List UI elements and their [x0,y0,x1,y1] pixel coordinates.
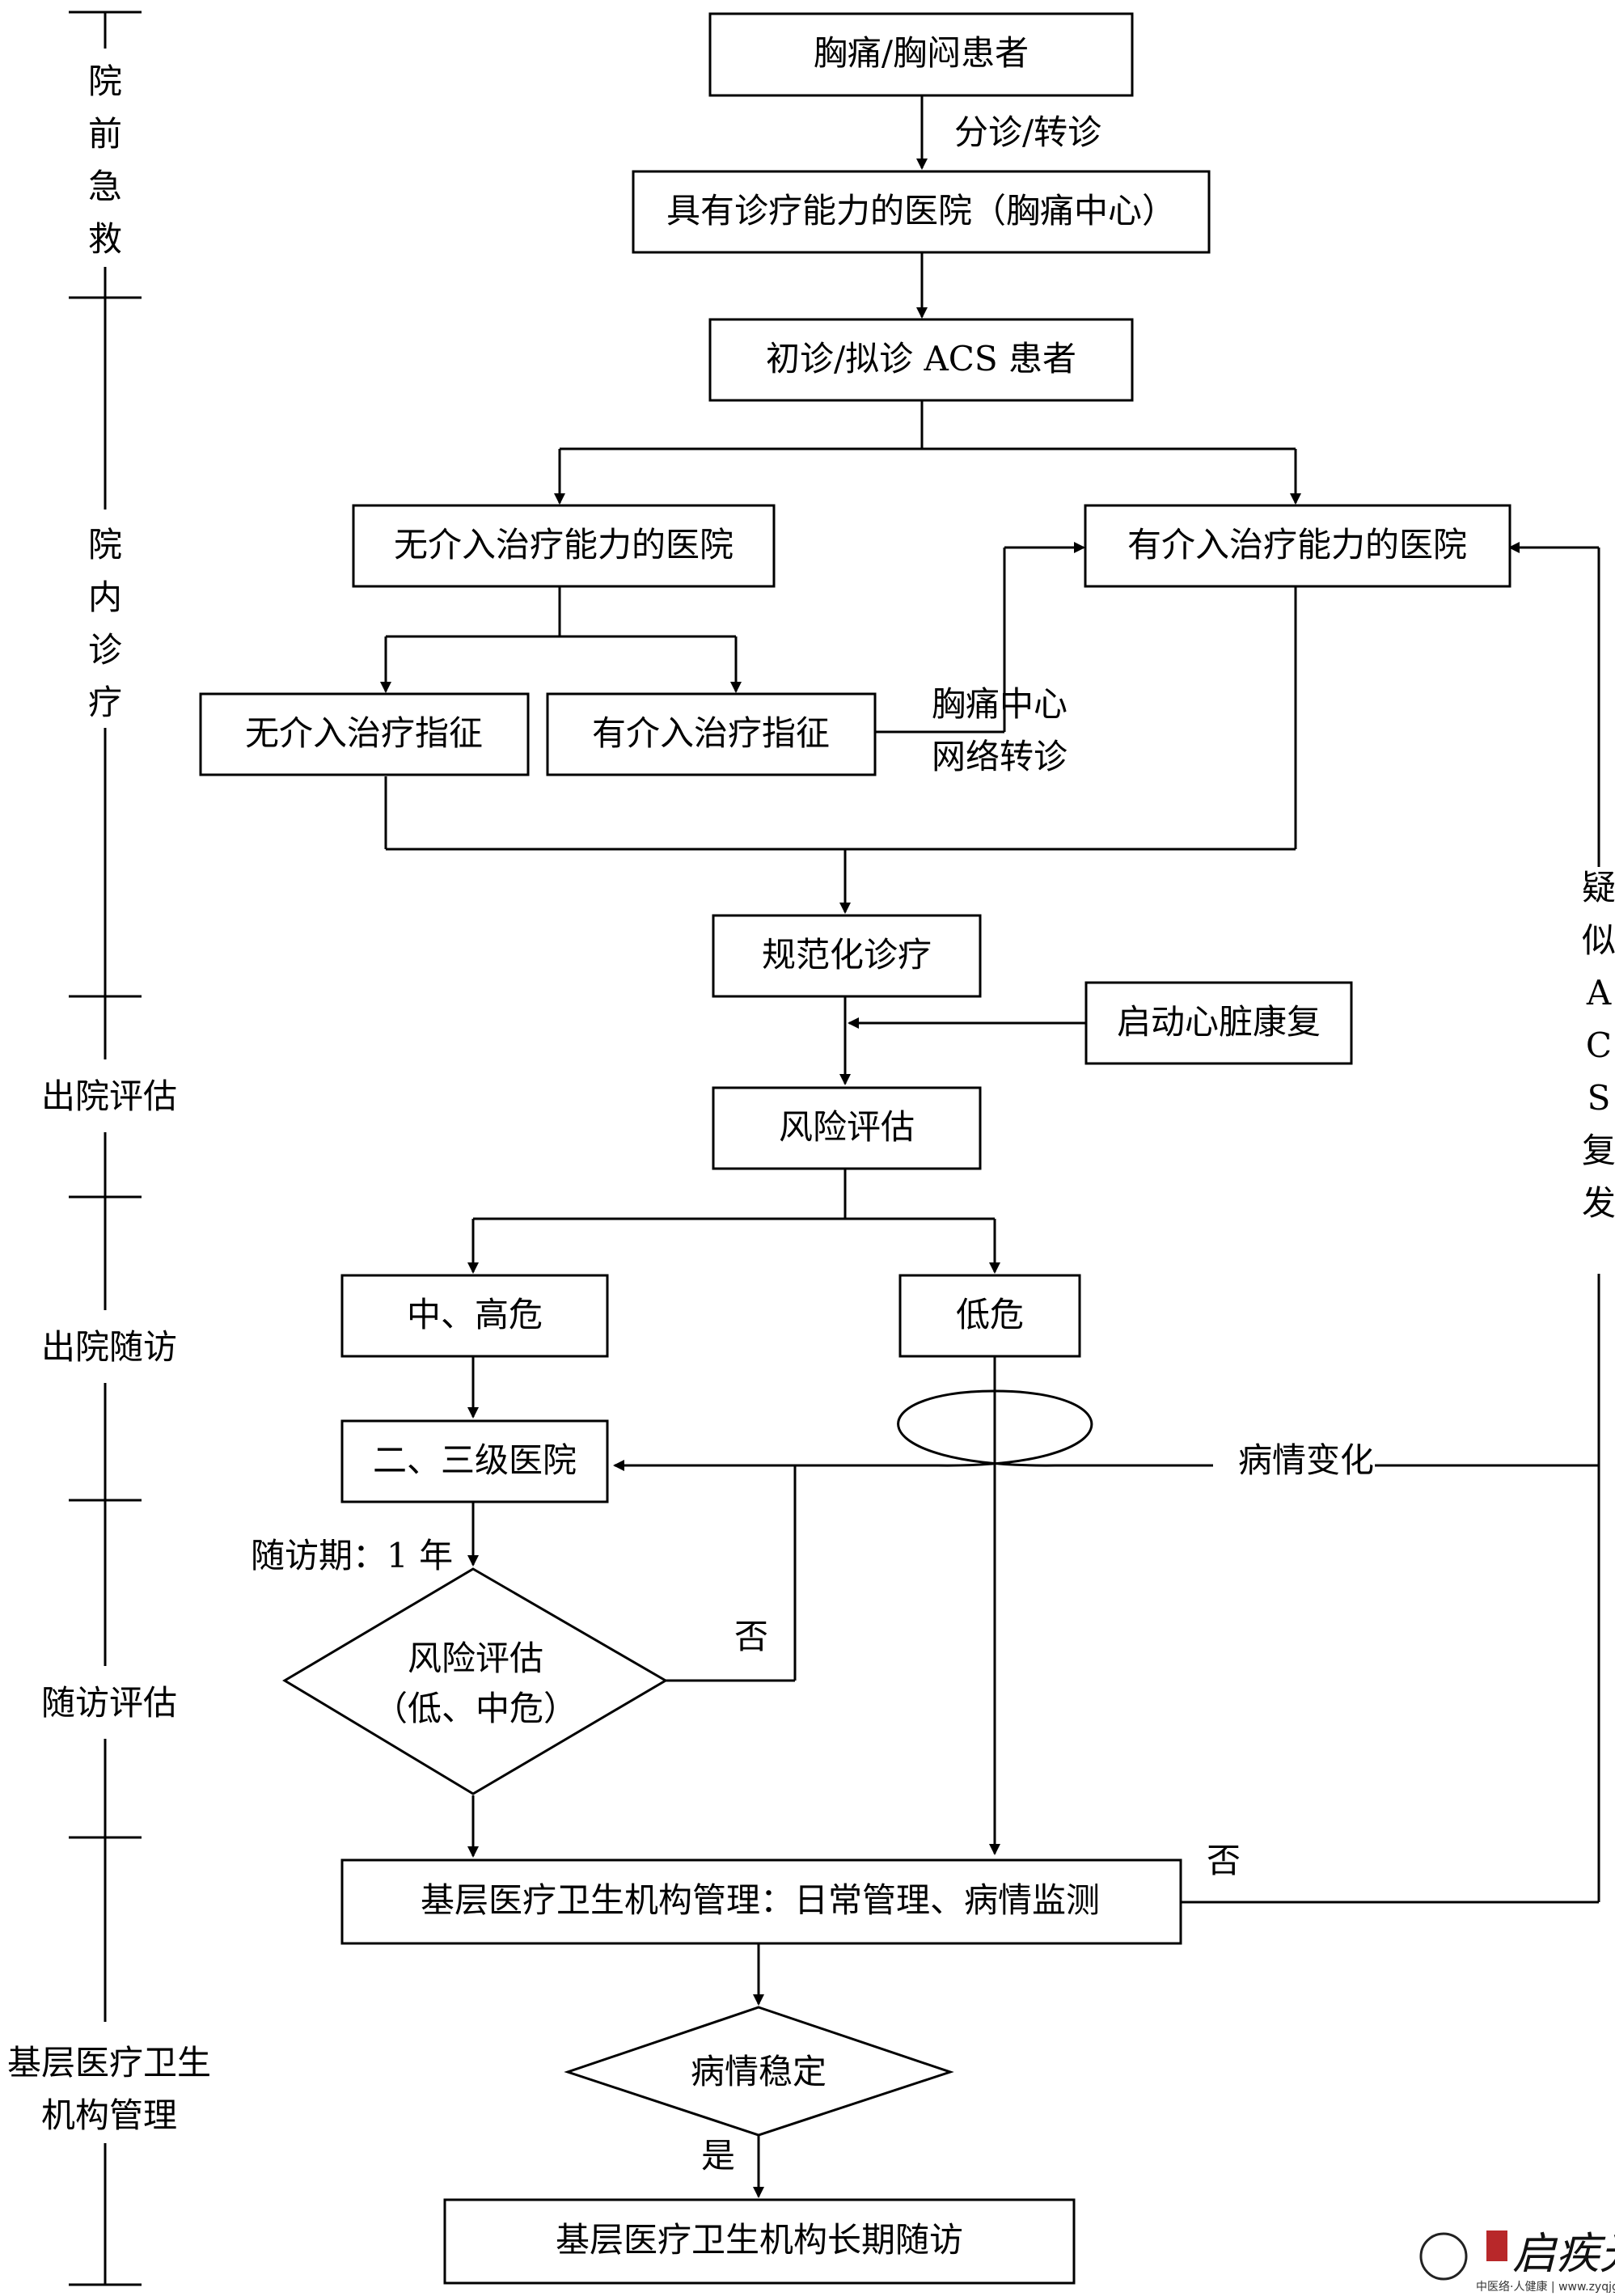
node-hospital-capable-label: 具有诊疗能力的医院（胸痛中心） [666,191,1176,230]
edge-label-no-diamond: 否 [734,1617,768,1656]
edge-label-acs-recurrence-char-4: C [1586,1025,1612,1065]
edge-label-acs-recurrence-char-5: S [1588,1078,1611,1118]
node-pci-hospital-label: 有介入治疗能力的医院 [1127,525,1467,564]
edge-label-acs-recurrence-char-2: 似 [1582,920,1615,960]
edge-label-no-primary: 否 [1207,1841,1241,1880]
edge-label-yes: 是 [701,2136,735,2175]
node-risk-assessment-label: 风险评估 [779,1107,915,1147]
node-risk-eval-label-line1: 风险评估 [408,1638,543,1678]
watermark-brand: 启疾光 [1512,2228,1615,2279]
node-patient: 胸痛/胸闷患者 [708,12,1134,97]
edge-label-network-transfer-line2: 网络转诊 [932,737,1068,776]
node-hospital-capable: 具有诊疗能力的医院（胸痛中心） [632,170,1211,254]
node-cardiac-rehab: 启动心脏康复 [1084,981,1353,1065]
node-primary-management-label: 基层医疗卫生机构管理：日常管理、病情监测 [421,1880,1100,1920]
node-secondary-tertiary: 二、三级医院 [340,1419,609,1503]
watermark-logo: 启疾光 中医络·人健康 | www.zyqjg.com [1419,2228,1615,2294]
stage-inhospital-char-1: 院 [88,525,122,564]
stage-discharge-eval: 出院评估 [41,1076,177,1116]
node-risk-eval-label-line2: （低、中危） [374,1689,577,1728]
node-initial-dx-label: 初诊/拟诊 ACS 患者 [766,339,1076,378]
stage-inhospital-char-3: 诊 [88,630,122,670]
edge-label-acs-recurrence-char-7: 发 [1582,1183,1615,1223]
node-risk-eval-diamond: 风险评估 （低、中危） [282,1567,668,1795]
node-initial-dx: 初诊/拟诊 ACS 患者 [708,318,1134,402]
stage-discharge-followup: 出院随访 [41,1327,177,1367]
edge-label-network-transfer-line1: 胸痛中心 [932,684,1068,724]
stage-prehospital-char-2: 前 [88,114,122,154]
node-standard-treatment-label: 规范化诊疗 [762,935,932,975]
node-no-pci-indication-label: 无介入治疗指征 [245,713,483,753]
edge-label-triage: 分诊/转诊 [954,112,1101,152]
node-low-risk-label: 低危 [956,1295,1024,1334]
edge-label-acs-recurrence-char-3: A [1586,973,1612,1013]
edge-label-acs-recurrence-char-1: 疑 [1582,868,1615,907]
edge-label-condition-change: 病情变化 [1238,1440,1374,1480]
stage-prehospital-char-1: 院 [88,61,122,101]
connectors [380,95,1600,2198]
node-no-pci-hospital-label: 无介入治疗能力的医院 [394,525,734,564]
node-no-pci-hospital: 无介入治疗能力的医院 [352,504,776,588]
node-pci-indication: 有介入治疗指征 [546,692,877,776]
node-mid-high-risk-label: 中、高危 [407,1295,543,1334]
node-secondary-tertiary-label: 二、三级医院 [373,1440,577,1480]
node-long-term-followup: 基层医疗卫生机构长期随访 [443,2198,1076,2285]
node-condition-stable-diamond: 病情稳定 [564,2006,954,2137]
node-standard-treatment: 规范化诊疗 [712,914,982,998]
node-primary-management: 基层医疗卫生机构管理：日常管理、病情监测 [340,1858,1182,1945]
edge-label-followup-period: 随访期：1 年 [251,1536,453,1575]
stage-prehospital-char-4: 救 [88,219,122,259]
node-low-risk: 低危 [898,1274,1081,1358]
stage-primary-care-line2: 机构管理 [41,2095,177,2135]
stage-timeline [69,11,142,2286]
node-no-pci-indication: 无介入治疗指征 [199,692,530,776]
edge-label-acs-recurrence-char-6: 复 [1582,1131,1615,1170]
stage-prehospital-char-3: 急 [88,167,122,206]
node-patient-label: 胸痛/胸闷患者 [814,33,1029,73]
node-pci-hospital: 有介入治疗能力的医院 [1084,504,1511,588]
watermark-small: 中医络·人健康 | www.zyqjg.com [1476,2280,1615,2294]
stage-inhospital-char-2: 内 [88,577,122,617]
node-pci-indication-label: 有介入治疗指征 [592,713,830,753]
node-mid-high-risk: 中、高危 [340,1274,609,1358]
node-condition-stable-label: 病情稳定 [691,2052,827,2091]
node-long-term-followup-label: 基层医疗卫生机构长期随访 [556,2220,963,2260]
node-risk-assessment: 风险评估 [712,1086,982,1170]
node-cardiac-rehab-label: 启动心脏康复 [1117,1002,1321,1042]
stage-inhospital-char-4: 疗 [88,683,122,722]
stage-primary-care-line1: 基层医疗卫生 [7,2043,211,2082]
stage-followup-eval: 随访评估 [41,1683,177,1723]
